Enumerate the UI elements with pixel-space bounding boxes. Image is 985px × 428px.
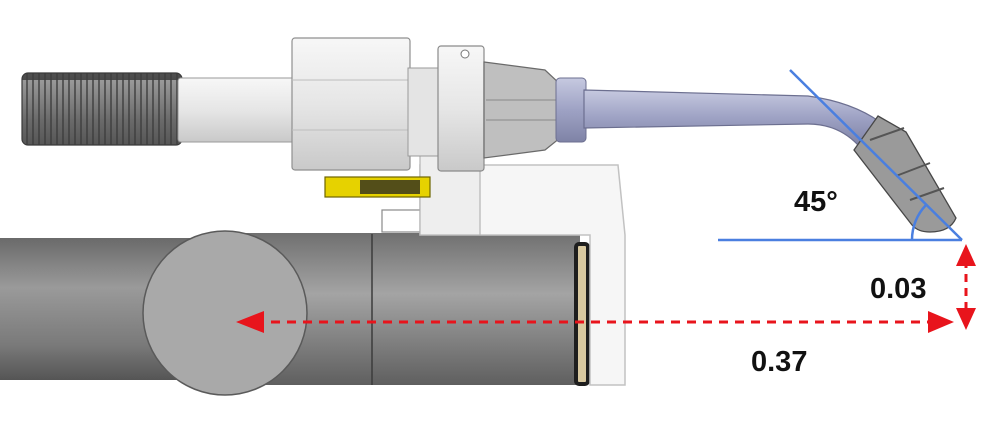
angle-label: 45° bbox=[794, 186, 838, 218]
torch-mid-block bbox=[407, 67, 441, 157]
right-arrowhead bbox=[928, 311, 954, 333]
torch-cone bbox=[483, 61, 561, 159]
arm-joint-disc bbox=[142, 230, 308, 396]
vertical-offset-label: 0.03 bbox=[870, 273, 926, 305]
bracket-tab bbox=[381, 209, 421, 233]
yellow-shadow bbox=[360, 180, 420, 194]
angle-arc bbox=[910, 204, 927, 241]
torch-nozzle bbox=[853, 115, 957, 233]
arm-flange-ring bbox=[574, 242, 590, 386]
torch-shaft bbox=[177, 77, 297, 143]
dimension-annotations: 0.03 0.37 bbox=[236, 244, 976, 378]
torch-hex-block bbox=[291, 37, 411, 171]
torch-collar bbox=[555, 77, 587, 143]
angle-annotation: 45° bbox=[718, 69, 963, 242]
clamp-bolt bbox=[460, 49, 470, 59]
down-arrowhead bbox=[956, 308, 976, 330]
torch-neck bbox=[583, 89, 881, 146]
angle-reference-line bbox=[789, 69, 963, 241]
torch bbox=[21, 37, 957, 233]
up-arrowhead bbox=[956, 244, 976, 266]
robot-arm bbox=[0, 230, 590, 396]
threaded-end bbox=[21, 72, 183, 146]
torch-clamp bbox=[437, 45, 485, 172]
nozzle-band bbox=[869, 127, 905, 141]
left-arrowhead bbox=[236, 311, 264, 333]
nozzle-band bbox=[895, 162, 931, 177]
horizontal-offset-label: 0.37 bbox=[751, 346, 807, 378]
yellow-part bbox=[324, 176, 431, 198]
nozzle-band bbox=[909, 187, 945, 201]
